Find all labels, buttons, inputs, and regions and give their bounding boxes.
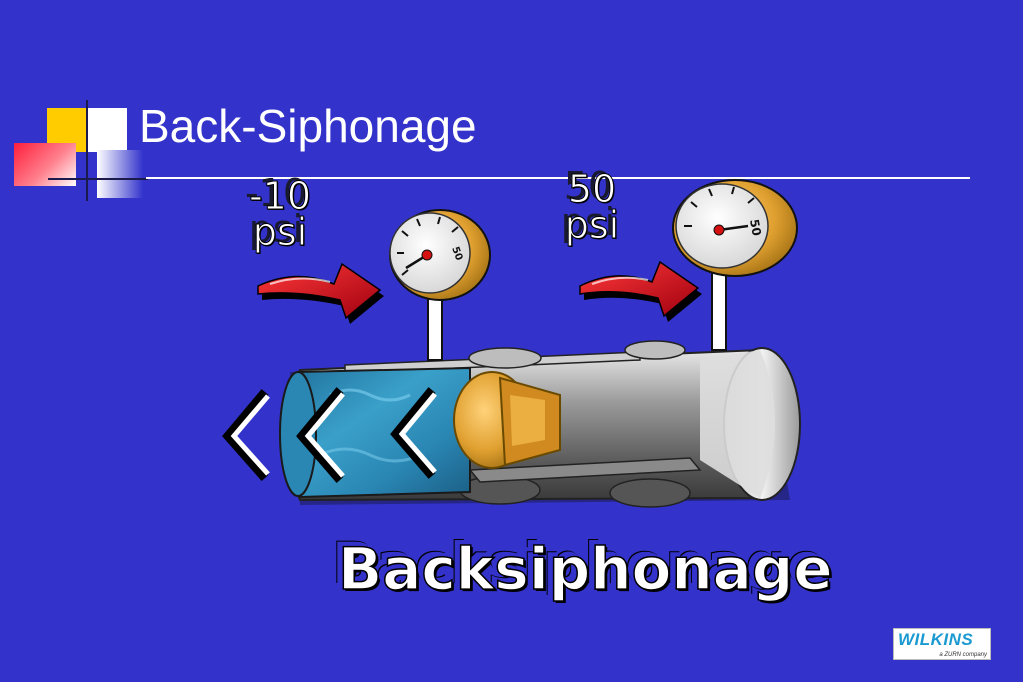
slide-title: Back-Siphonage (139, 100, 477, 152)
blue-gradient-square-decoration (97, 150, 143, 198)
check-valve (453, 371, 561, 469)
flow-direction-arrows (222, 387, 437, 483)
left-gauge-value: -10 (248, 174, 312, 218)
right-pressure-gauge: 50 (672, 179, 798, 351)
left-red-arrow (257, 262, 384, 324)
dark-horizontal-line (48, 178, 148, 180)
left-gauge-label: -10 psi (225, 174, 335, 255)
title-underline (146, 177, 970, 179)
vertical-divider-line (86, 100, 88, 201)
left-pressure-gauge: 50 (389, 209, 491, 361)
white-square-decoration (87, 108, 127, 152)
right-gauge-dial-mark: 50 (747, 218, 764, 237)
left-gauge-dial-mark: 50 (449, 245, 464, 262)
logo-name: WILKINS (898, 630, 974, 649)
left-gauge-unit: psi (252, 210, 308, 255)
right-gauge-label: 50 psi (537, 167, 647, 248)
right-gauge-unit: psi (564, 203, 620, 248)
right-gauge-value: 50 (567, 167, 617, 211)
logo-tagline: a ZURN company (939, 652, 987, 658)
wilkins-logo: WILKINS a ZURN company (893, 628, 991, 660)
illustration-caption: Backsiphonage (337, 535, 833, 603)
right-red-arrow (579, 260, 702, 322)
